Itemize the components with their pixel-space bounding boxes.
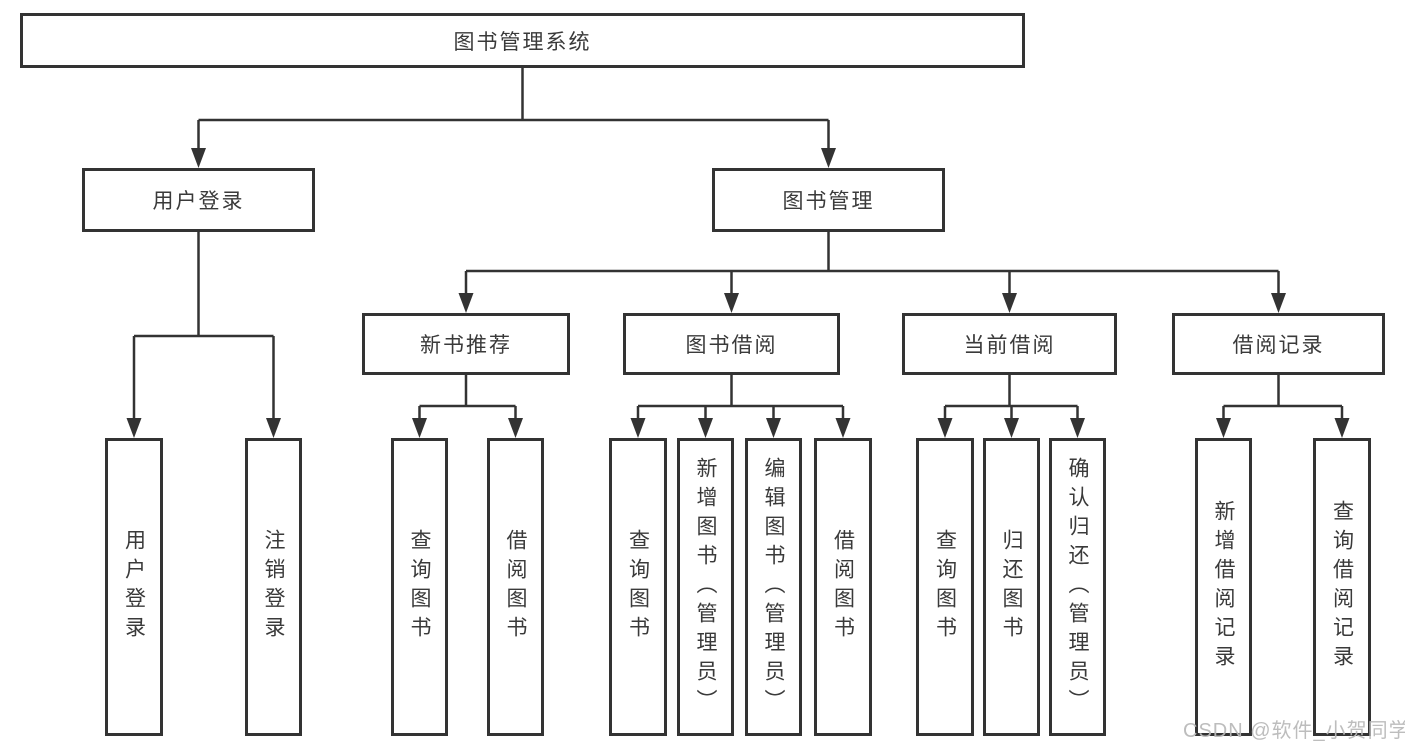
node-leaf-edit-book-admin-label: 编辑图书（管理员）: [762, 456, 785, 718]
node-borrowing-records: 借阅记录: [1172, 313, 1385, 375]
node-leaf-query-book-recommend-label: 查询图书: [408, 529, 431, 645]
node-leaf-user-login-label: 用户登录: [122, 529, 146, 645]
node-leaf-add-book-admin-label: 新增图书（管理员）: [694, 456, 717, 718]
node-new-book-recommend: 新书推荐: [362, 313, 570, 375]
node-book-borrowing-label: 图书借阅: [685, 334, 778, 357]
node-leaf-logout: 注销登录: [245, 438, 302, 736]
node-leaf-add-borrow-record-label: 新增借阅记录: [1212, 500, 1235, 674]
node-book-management-label: 图书管理: [782, 190, 875, 213]
node-root-label: 图书管理系统: [453, 30, 592, 54]
connector-new-book-recommend-to-leaves: [418, 375, 517, 420]
node-leaf-borrow-book-recommend: 借阅图书: [487, 438, 544, 736]
node-leaf-borrow-book-borrowing: 借阅图书: [814, 438, 872, 736]
node-leaf-logout-label: 注销登录: [262, 529, 285, 645]
node-leaf-return-book-label: 归还图书: [1000, 529, 1023, 645]
connector-book-management-to-level3: [464, 232, 1280, 295]
connector-current-borrowing-to-leaves: [943, 375, 1079, 420]
node-leaf-query-book-borrowing: 查询图书: [609, 438, 667, 736]
node-user-login: 用户登录: [82, 168, 315, 232]
node-leaf-query-borrow-record-label: 查询借阅记录: [1330, 500, 1354, 674]
node-leaf-query-book-borrowing-label: 查询图书: [626, 529, 650, 645]
node-book-management: 图书管理: [712, 168, 945, 232]
node-current-borrowing-label: 当前借阅: [963, 334, 1056, 357]
connector-book-borrowing-to-leaves: [636, 375, 845, 420]
node-user-login-label: 用户登录: [152, 190, 245, 213]
node-borrowing-records-label: 借阅记录: [1232, 334, 1325, 357]
connector-root-to-level2: [197, 68, 830, 150]
node-book-borrowing: 图书借阅: [623, 313, 840, 375]
connector-borrowing-records-to-leaves: [1222, 375, 1344, 420]
csdn-watermark: CSDN @软件_小贺同学: [1183, 720, 1405, 742]
connector-user-login-to-leaves: [132, 232, 275, 420]
node-leaf-borrow-book-borrowing-label: 借阅图书: [831, 529, 855, 645]
node-new-book-recommend-label: 新书推荐: [420, 334, 512, 357]
node-current-borrowing: 当前借阅: [902, 313, 1117, 375]
node-leaf-return-book: 归还图书: [983, 438, 1040, 736]
node-leaf-query-book-current-label: 查询图书: [933, 529, 957, 645]
node-leaf-confirm-return-admin: 确认归还（管理员）: [1049, 438, 1106, 736]
node-leaf-edit-book-admin: 编辑图书（管理员）: [745, 438, 802, 736]
node-leaf-borrow-book-recommend-label: 借阅图书: [504, 529, 527, 645]
node-root: 图书管理系统: [20, 13, 1025, 68]
node-leaf-confirm-return-admin-label: 确认归还（管理员）: [1066, 456, 1089, 718]
node-leaf-query-book-current: 查询图书: [916, 438, 974, 736]
node-leaf-add-borrow-record: 新增借阅记录: [1195, 438, 1252, 736]
node-leaf-user-login: 用户登录: [105, 438, 163, 736]
node-leaf-query-borrow-record: 查询借阅记录: [1313, 438, 1371, 736]
node-leaf-query-book-recommend: 查询图书: [391, 438, 448, 736]
node-leaf-add-book-admin: 新增图书（管理员）: [677, 438, 734, 736]
arrowheads: [126, 148, 1350, 438]
